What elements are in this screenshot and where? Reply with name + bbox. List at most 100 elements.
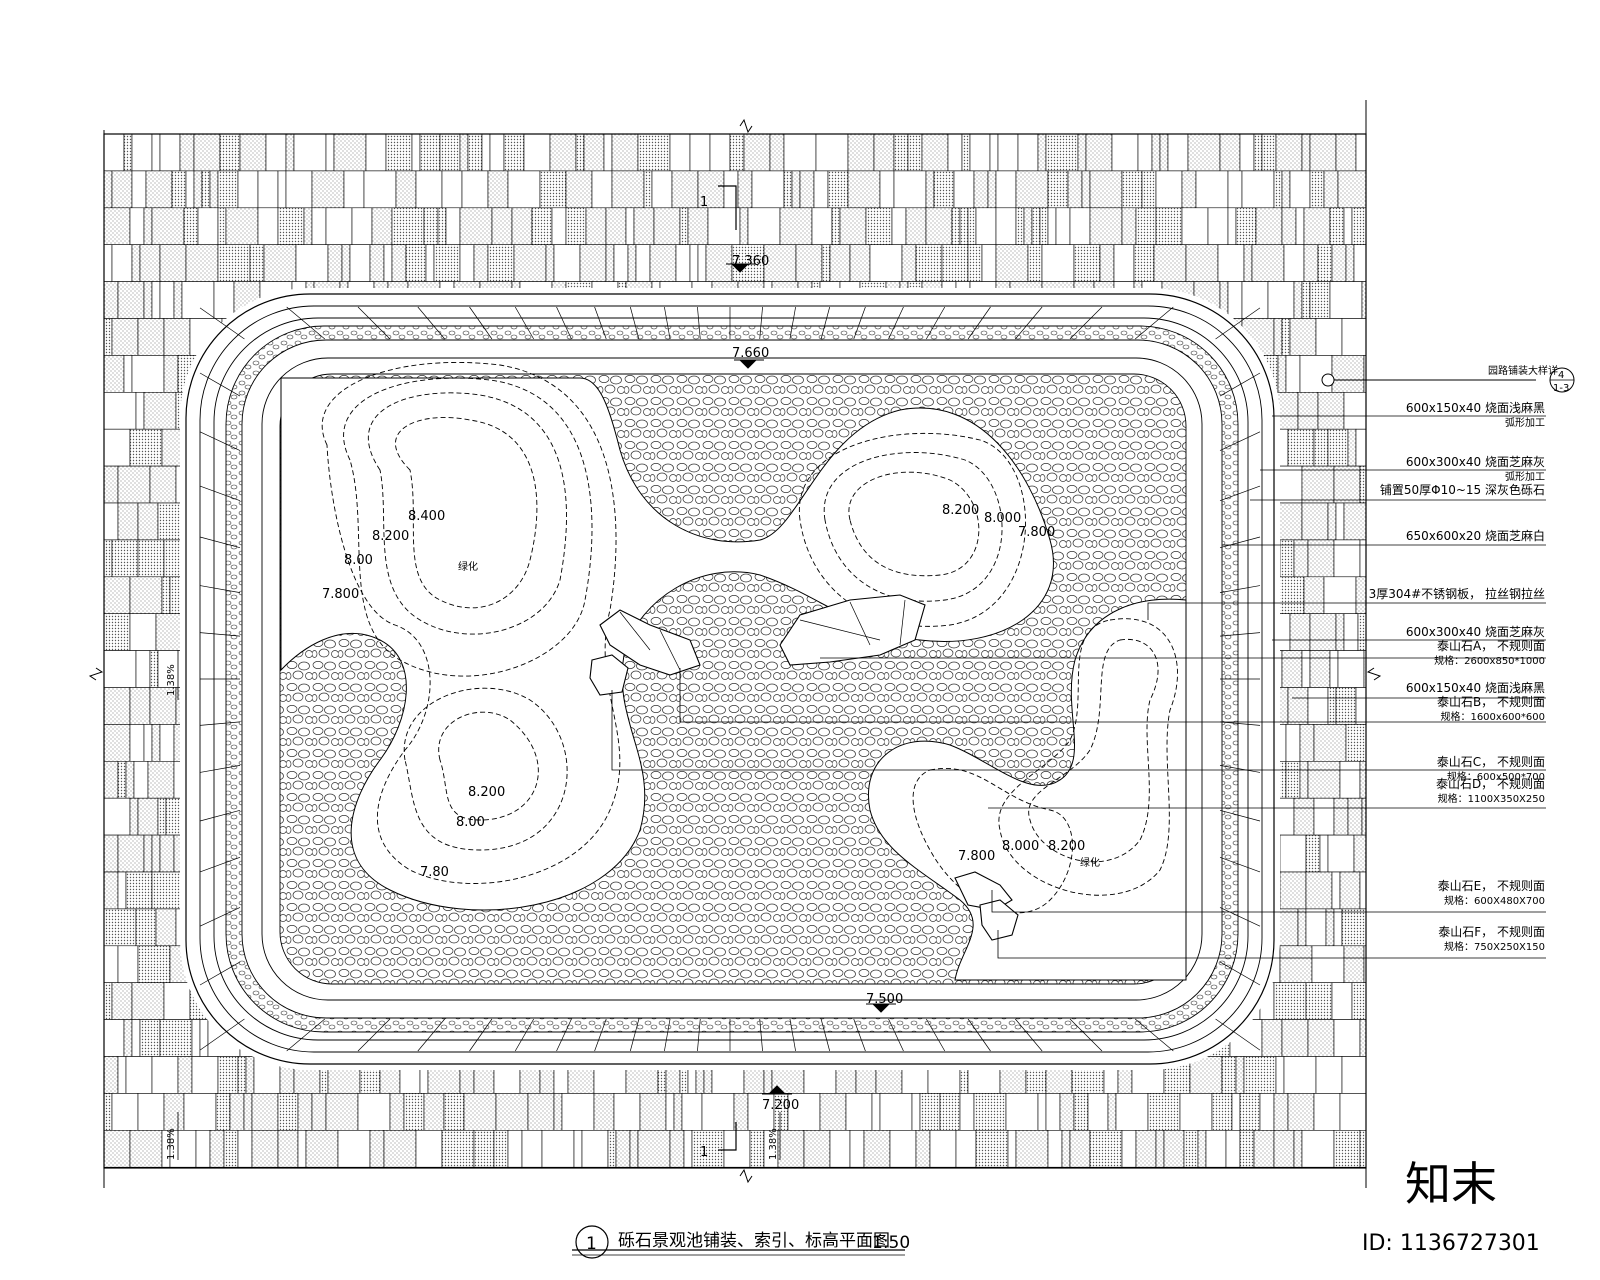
paving-stone [1285,760,1301,799]
paving-stone [1279,871,1307,910]
paving-stone [151,207,185,246]
coping-joint [1015,306,1043,340]
paving-stone [1179,1093,1213,1131]
paving-stone [829,1130,851,1168]
paving-stone [333,134,367,172]
paving-stone [1295,207,1305,246]
paving-stone [285,170,313,209]
svg-text:600x300x40 烧面芝麻灰: 600x300x40 烧面芝麻灰 [1406,454,1545,469]
coping-joint [1219,961,1261,986]
paving-stone [1089,1130,1123,1168]
paving-stone [277,1130,299,1168]
paving-stone [1113,244,1135,282]
paving-stone [1343,945,1365,983]
svg-text:8.200: 8.200 [1048,839,1085,854]
svg-text:3厚304#不锈钢板， 拉丝钢拉丝: 3厚304#不锈钢板， 拉丝钢拉丝 [1369,586,1545,601]
paving-stone [213,281,235,319]
paving-stone [131,134,153,172]
paving-stone [173,760,183,799]
paving-stone [513,244,547,282]
paving-stone [503,134,525,172]
paving-stone [1261,134,1277,172]
paving-stone [459,244,475,282]
coping-joint [556,306,572,340]
plan-scale: 1:50 [872,1233,910,1253]
paving-stone [635,244,651,282]
paving-stone [967,207,977,246]
paving-stone [217,244,251,282]
coping-joint [199,632,241,637]
paving-stone [605,244,615,282]
paving-stone [1005,1093,1039,1131]
paving-stone [369,1130,385,1168]
paving-stone [445,207,461,246]
paving-stone [129,797,139,836]
paving-stone [637,1130,671,1168]
paving-stone [507,1130,523,1168]
paving-stone [743,134,771,172]
paving-stone [1287,1093,1315,1131]
paving-stone [245,1056,255,1094]
paving-stone [191,1056,219,1094]
paving-stone [611,170,645,209]
paving-stone [573,1130,583,1168]
paving-stone [1323,170,1339,209]
paving-stone [104,391,137,430]
zone-label-right: 绿化 [1080,856,1100,869]
paving-stone [1281,650,1303,688]
paving-stone [1355,134,1366,172]
paving-stone [511,207,533,246]
paving-stone [437,207,447,246]
svg-text:规格：600x500*700: 规格：600x500*700 [1447,770,1545,783]
paving-stone [819,1093,847,1131]
paving-stone [1185,244,1219,282]
paving-stone [975,207,997,246]
svg-text:泰山石B， 不规则面: 泰山石B， 不规则面 [1437,694,1545,709]
paving-stone [177,1056,193,1094]
paving-stone [1307,760,1341,799]
paving-stone [1255,207,1283,246]
paving-stone [1317,391,1345,430]
paving-stone [1271,576,1305,614]
paving-stone [1327,428,1349,467]
paving-stone [117,1056,127,1094]
paving-stone [467,134,483,172]
coping-joint [925,1018,946,1052]
paving-stone [403,1093,425,1131]
paving-stone [1027,244,1043,282]
paving-stone [1211,1093,1233,1131]
paving-stone [104,170,113,209]
paving-stone [1041,244,1075,282]
paving-stone [1261,1019,1283,1057]
paving-stone [1219,134,1241,172]
paving-stone [751,170,785,209]
coping-joint [1219,536,1261,549]
paving-stone [1073,244,1101,282]
paving-stone [1325,908,1335,947]
paving-stone [143,281,153,319]
paving-stone [669,134,691,172]
paving-stone [649,244,677,282]
paving-stone [925,207,953,246]
paving-stone [217,207,227,246]
paving-stone [135,650,151,688]
paving-stone [161,428,183,467]
paving-stone [665,1093,675,1131]
paving-stone [995,207,1017,246]
paving-stone [1335,687,1357,725]
paving-stone [539,170,567,209]
paving-stone [104,687,131,725]
paving-stone [747,1093,775,1131]
paving-stone [671,170,699,209]
paving-stone [1355,428,1366,467]
paving-stone [389,1093,405,1131]
note-8: 600x150x40 烧面浅麻黑 [1406,680,1545,695]
paving-stone [129,207,145,246]
paving-stone [349,244,371,282]
paving-stone [1047,170,1069,209]
paving-stone [583,134,605,172]
svg-text:600x300x40 烧面芝麻灰: 600x300x40 烧面芝麻灰 [1406,624,1545,639]
paving-stone [907,134,923,172]
paving-stone [763,244,797,282]
